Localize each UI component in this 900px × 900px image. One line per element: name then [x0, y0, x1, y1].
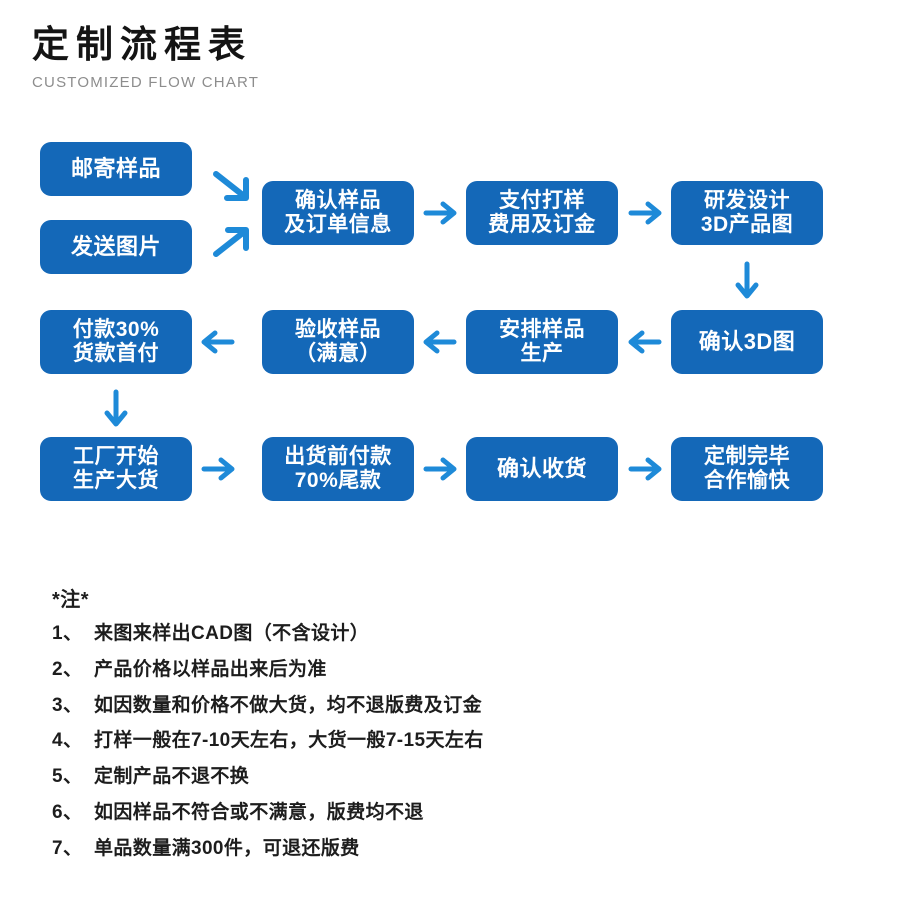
flow-node-rd-design-3d[interactable]: 研发设计 3D产品图 — [671, 181, 823, 245]
note-item: 3、 如因数量和价格不做大货，均不退版费及订金 — [52, 695, 852, 718]
note-text: 来图来样出CAD图（不含设计） — [94, 623, 370, 644]
arrow-left-icon — [422, 329, 458, 355]
arrow-down-right-icon — [212, 170, 256, 204]
arrow-up-right-icon — [212, 224, 256, 258]
flow-node-confirm-3d-drawing[interactable]: 确认3D图 — [671, 310, 823, 374]
page-title: 定制流程表 — [32, 24, 252, 65]
note-text: 产品价格以样品出来后为准 — [94, 658, 327, 680]
notes-title: *注* — [52, 589, 90, 611]
page-header: 定制流程表 CUSTOMIZED FLOW CHART — [32, 22, 532, 91]
note-item: 6、 如因样品不符合或不满意，版费均不退 — [52, 802, 852, 825]
arrow-down-icon — [103, 389, 129, 430]
arrow-right-icon — [628, 200, 663, 226]
flow-node-confirm-sample-order[interactable]: 确认样品 及订单信息 — [262, 181, 414, 245]
flow-node-send-picture[interactable]: 发送图片 — [40, 220, 192, 274]
note-text: 打样一般在7-10天左右，大货一般7-15天左右 — [94, 730, 484, 752]
arrow-right-icon — [423, 200, 458, 226]
note-item: 5、 定制产品不退不换 — [52, 766, 852, 789]
note-text: 如因样品不符合或不满意，版费均不退 — [94, 801, 424, 823]
note-text: 单品数量满300件，可退还版费 — [94, 837, 360, 859]
page-subtitle: CUSTOMIZED FLOW CHART — [32, 74, 260, 92]
flow-node-confirm-receipt[interactable]: 确认收货 — [466, 437, 618, 501]
note-index: 1、 — [52, 623, 83, 644]
note-index: 6、 — [52, 801, 83, 823]
note-item: 1、 来图来样出CAD图（不含设计） — [52, 623, 852, 646]
arrow-right-icon — [628, 456, 663, 482]
flow-node-pay-30-percent[interactable]: 付款30% 货款首付 — [40, 310, 192, 374]
arrow-left-icon — [200, 329, 236, 355]
note-item: 2、 产品价格以样品出来后为准 — [52, 659, 852, 682]
flow-node-arrange-sample-production[interactable]: 安排样品 生产 — [466, 310, 618, 374]
note-index: 3、 — [52, 694, 83, 716]
note-index: 7、 — [52, 837, 83, 859]
arrow-left-icon — [627, 329, 663, 355]
arrow-right-icon — [423, 456, 458, 482]
flow-node-accept-sample[interactable]: 验收样品 （满意） — [262, 310, 414, 374]
flow-node-pay-before-shipment[interactable]: 出货前付款 70%尾款 — [262, 437, 414, 501]
flow-chart: 邮寄样品 发送图片 确认样品 及订单信息 支付打样 费用及订金 研发设计 3D产… — [40, 142, 823, 501]
arrow-down-icon — [734, 261, 760, 302]
note-text: 如因数量和价格不做大货，均不退版费及订金 — [94, 694, 483, 716]
note-index: 4、 — [52, 730, 83, 752]
flow-node-pay-sampling-fee[interactable]: 支付打样 费用及订金 — [466, 181, 618, 245]
arrow-right-icon — [201, 456, 236, 482]
note-text: 定制产品不退不换 — [94, 766, 250, 788]
note-item: 4、 打样一般在7-10天左右，大货一般7-15天左右 — [52, 730, 852, 753]
flow-node-factory-bulk-production[interactable]: 工厂开始 生产大货 — [40, 437, 192, 501]
note-index: 5、 — [52, 766, 83, 788]
notes-section: *注* 1、 来图来样出CAD图（不含设计） 2、 产品价格以样品出来后为准 3… — [52, 583, 852, 874]
note-index: 2、 — [52, 658, 83, 680]
flow-node-mail-sample[interactable]: 邮寄样品 — [40, 142, 192, 196]
flow-node-customization-complete[interactable]: 定制完毕 合作愉快 — [671, 437, 823, 501]
note-item: 7、 单品数量满300件，可退还版费 — [52, 838, 852, 861]
